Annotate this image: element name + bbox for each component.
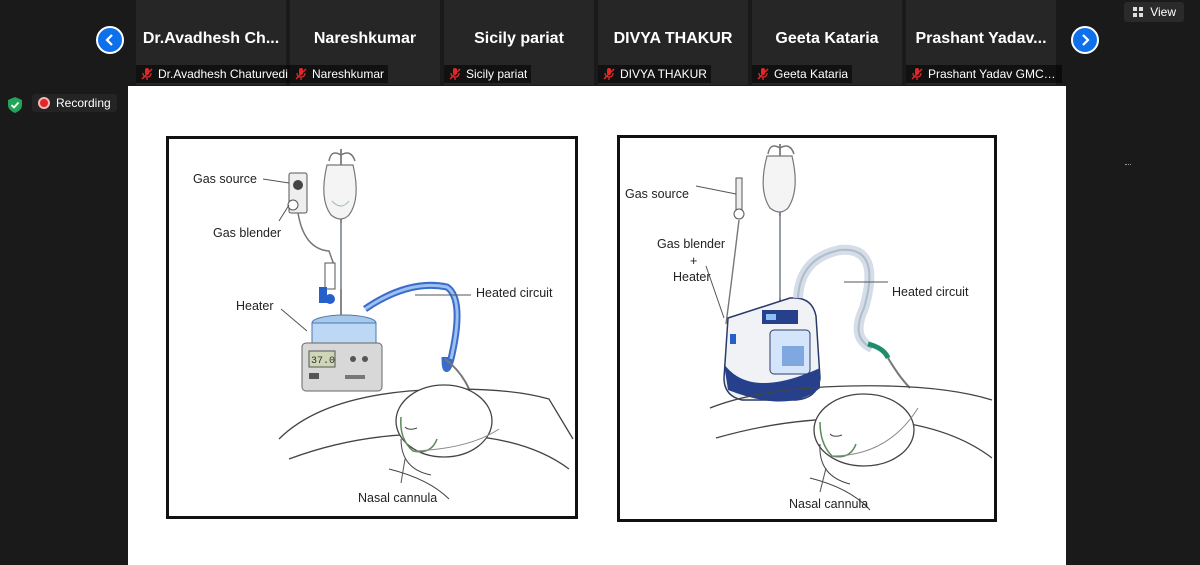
participant-display-name: Sicily pariat: [474, 30, 564, 47]
label-gas-blender: Gas blender: [213, 226, 282, 240]
mic-muted-icon: [295, 68, 307, 80]
mic-muted-icon: [141, 68, 153, 80]
security-shield-icon[interactable]: [6, 96, 24, 114]
label-heated-circuit: Heated circuit: [892, 285, 969, 299]
label-heater: Heater: [236, 299, 274, 313]
chevron-left-icon: [105, 34, 113, 46]
label-nasal-cannula: Nasal cannula: [358, 491, 438, 505]
label-plus: +: [690, 254, 698, 268]
participant-display-name: DIVYA THAKUR: [613, 30, 733, 47]
participant-tile[interactable]: Nareshkumar Nareshkumar: [290, 0, 440, 85]
grid-view-icon: [1133, 7, 1144, 17]
participant-tile[interactable]: Prashant Yadav... Prashant Yadav GMC B..…: [906, 0, 1062, 85]
participant-tile[interactable]: Geeta Kataria Geeta Kataria: [752, 0, 902, 85]
recording-dot-icon: [38, 97, 50, 109]
participant-display-name: Prashant Yadav...: [915, 30, 1047, 47]
mic-muted-icon: [911, 68, 923, 80]
mic-muted-icon: [603, 68, 615, 80]
label-heater: Heater: [673, 270, 711, 284]
participant-strip: Dr.Avadhesh Ch... Dr.Avadhesh Chaturvedi…: [136, 0, 1062, 85]
diagram-panel-left: 37.0 Gas source Gas blende: [166, 136, 578, 519]
previous-page-button[interactable]: [96, 26, 124, 54]
participant-name: DIVYA THAKUR: [620, 67, 707, 81]
participant-name: Geeta Kataria: [774, 67, 849, 81]
chevron-right-icon: [1082, 34, 1090, 46]
participant-display-name: Geeta Kataria: [775, 30, 879, 47]
participant-name: Sicily pariat: [466, 67, 528, 81]
participant-tile[interactable]: DIVYA THAKUR DIVYA THAKUR: [598, 0, 748, 85]
recording-indicator[interactable]: Recording: [32, 94, 117, 112]
participant-name-bar: Geeta Kataria: [752, 65, 853, 83]
view-label: View: [1150, 5, 1176, 19]
label-nasal-cannula: Nasal cannula: [789, 497, 869, 511]
heater-display-reading: 37.0: [311, 356, 335, 367]
mic-muted-icon: [449, 68, 461, 80]
participant-name: Nareshkumar: [312, 67, 385, 81]
label-gas-source: Gas source: [193, 172, 257, 186]
hfnc-standard-setup-illustration: 37.0: [262, 149, 574, 500]
participant-name-bar: Dr.Avadhesh Chaturvedi: [136, 65, 292, 83]
participant-display-name: Dr.Avadhesh Ch...: [142, 30, 280, 47]
hfnc-integrated-setup-illustration: [695, 144, 993, 511]
participant-name-bar: Nareshkumar: [290, 65, 389, 83]
participant-name-bar: Sicily pariat: [444, 65, 532, 83]
diagram-panel-right: Gas source Gas blender + Heater Heated c…: [617, 135, 997, 522]
recording-label: Recording: [56, 96, 111, 110]
slide-dotted-line: [1125, 164, 1131, 165]
participant-tile[interactable]: Sicily pariat Sicily pariat: [444, 0, 594, 85]
mic-muted-icon: [757, 68, 769, 80]
participant-display-name: Nareshkumar: [313, 30, 417, 47]
label-heated-circuit: Heated circuit: [476, 286, 553, 300]
next-page-button[interactable]: [1071, 26, 1099, 54]
label-gas-blender: Gas blender: [657, 237, 726, 251]
participant-tile[interactable]: Dr.Avadhesh Ch... Dr.Avadhesh Chaturvedi: [136, 0, 292, 85]
participant-name: Dr.Avadhesh Chaturvedi: [158, 67, 288, 81]
label-gas-source: Gas source: [625, 187, 689, 201]
view-button[interactable]: View: [1124, 2, 1184, 22]
participant-name: Prashant Yadav GMC B...: [928, 67, 1058, 81]
participant-name-bar: DIVYA THAKUR: [598, 65, 711, 83]
shared-screen-slide: 37.0 Gas source Gas blende: [128, 86, 1131, 565]
participant-name-bar: Prashant Yadav GMC B...: [906, 65, 1062, 83]
